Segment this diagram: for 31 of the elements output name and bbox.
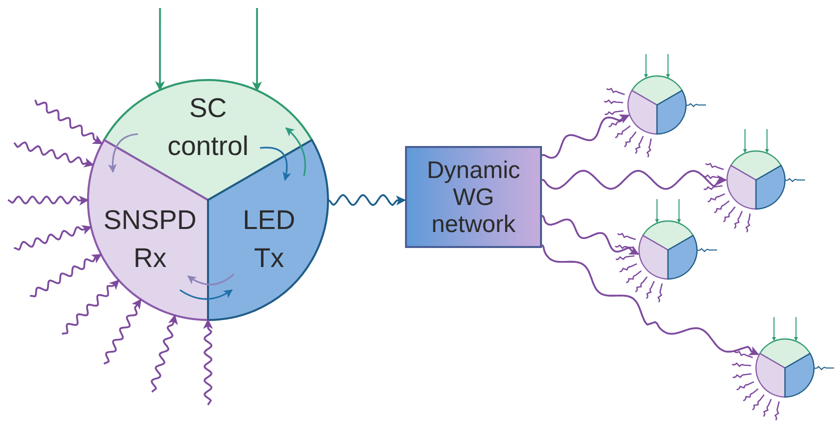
mini-pie-node (755, 338, 815, 398)
wavy-arrow (541, 214, 640, 255)
sector-label: SNSPD Rx (102, 204, 198, 275)
process-box (405, 146, 542, 248)
wavy-arrow (62, 280, 120, 335)
box-label: Dynamic WG network (426, 156, 522, 238)
wavy-arrow (541, 244, 760, 356)
sector-label: SC control (166, 92, 250, 163)
mini-pie-node (627, 75, 687, 135)
wavy-arrow (14, 225, 92, 251)
arrow (155, 8, 165, 92)
pie-sector (102, 79, 314, 201)
curved-arrow (187, 273, 235, 286)
curved-arrow (180, 289, 233, 300)
wavy-arrow (542, 170, 727, 190)
wavy-arrow (13, 141, 94, 168)
sector-label: LED Tx (242, 204, 296, 275)
curved-arrow (285, 127, 306, 176)
wavy-arrow (150, 314, 178, 393)
wavy-arrow (8, 195, 89, 206)
wavy-arrow (328, 194, 406, 206)
mini-pie-node (726, 150, 786, 210)
mini-pie-node (638, 220, 698, 280)
arrow (252, 8, 262, 92)
wavy-arrow (103, 298, 142, 365)
wavy-arrow (34, 100, 103, 144)
wavy-arrow (30, 254, 102, 298)
curved-arrow (108, 133, 138, 173)
wavy-arrow (203, 319, 213, 406)
curved-arrow (260, 146, 291, 181)
wavy-arrow (542, 114, 630, 159)
